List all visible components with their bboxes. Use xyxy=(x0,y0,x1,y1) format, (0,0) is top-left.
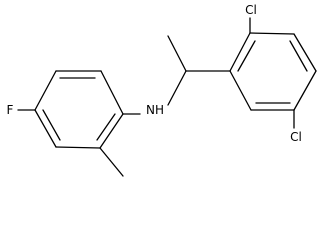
double-bond-inner xyxy=(289,40,308,72)
bond xyxy=(229,32,251,72)
n-ch-bond xyxy=(167,70,187,106)
atom-label-nh: NH xyxy=(146,103,164,117)
double-bond-inner xyxy=(237,40,256,72)
ch-methyl-bond xyxy=(167,35,187,72)
molecule-structure: F NH Cl Cl xyxy=(7,3,317,177)
atom-label-cl-bottom: Cl xyxy=(290,130,302,144)
bond xyxy=(229,70,252,111)
dichlorophenyl-ring xyxy=(229,32,317,111)
double-bond-inner xyxy=(96,113,116,141)
double-bond-inner xyxy=(42,109,61,141)
atom-label-cl-top: Cl xyxy=(245,3,257,17)
bond xyxy=(34,109,57,148)
methyl-bond xyxy=(99,147,124,177)
bond xyxy=(293,70,317,111)
aniline-ring xyxy=(34,70,124,149)
bond xyxy=(100,70,124,115)
bond xyxy=(99,113,124,149)
atom-label-f: F xyxy=(7,103,14,117)
bond xyxy=(55,146,101,149)
bond xyxy=(34,70,57,111)
bond xyxy=(249,32,295,35)
bond xyxy=(293,33,317,72)
